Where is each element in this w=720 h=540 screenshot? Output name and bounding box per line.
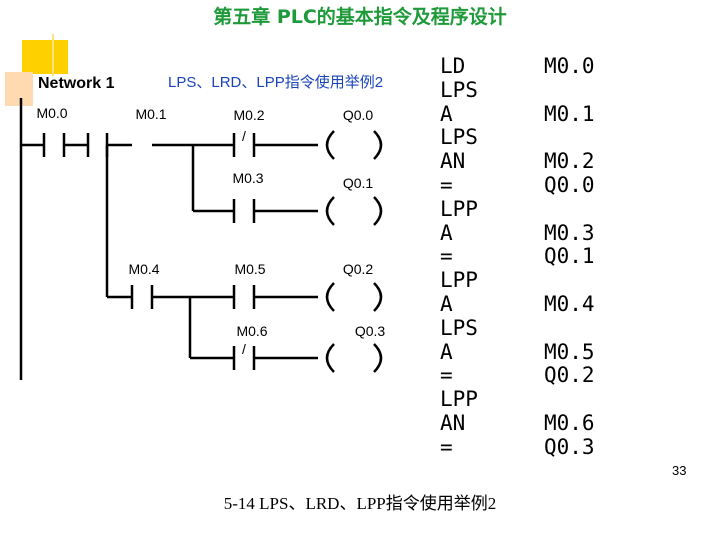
instruction-op: LPP bbox=[440, 196, 478, 221]
contact-label-m0-6: M0.6 bbox=[236, 323, 267, 339]
coil-label-q0-0: Q0.0 bbox=[343, 107, 374, 123]
instruction-operand: M0.3 bbox=[544, 220, 595, 245]
instruction-operand bbox=[544, 269, 595, 293]
coil-label-q0-3: Q0.3 bbox=[355, 323, 386, 339]
instruction-operand: Q0.3 bbox=[544, 434, 595, 459]
instruction-op: A bbox=[440, 220, 453, 245]
instruction-row: = Q0.2 bbox=[440, 364, 595, 388]
instruction-operand: M0.2 bbox=[544, 149, 595, 174]
decorative-orange-block bbox=[5, 72, 33, 106]
instruction-row: LPS bbox=[440, 126, 595, 150]
network-comment: LPS、LRD、LPP指令使用举例2 bbox=[168, 74, 383, 91]
coil-q0-1 bbox=[325, 196, 383, 226]
contact-m0-6 bbox=[232, 346, 256, 370]
instruction-op: AN bbox=[440, 149, 466, 174]
coil-q0-2 bbox=[325, 282, 383, 312]
instruction-op: A bbox=[440, 101, 453, 126]
network-title: Network 1 bbox=[38, 75, 115, 92]
instruction-op: = bbox=[440, 434, 453, 459]
instruction-op: LPS bbox=[440, 315, 478, 340]
instruction-operand bbox=[544, 388, 595, 412]
instruction-row: A M0.5 bbox=[440, 339, 595, 365]
page-number: 33 bbox=[672, 463, 687, 478]
instruction-row: A M0.3 bbox=[440, 220, 595, 246]
instruction-op: = bbox=[440, 363, 453, 388]
negation-mark-m0-6: / bbox=[242, 341, 246, 357]
instruction-operand: M0.5 bbox=[544, 339, 595, 364]
instruction-row: = Q0.1 bbox=[440, 245, 595, 269]
instruction-operand bbox=[544, 198, 595, 222]
coil-label-q0-2: Q0.2 bbox=[343, 261, 374, 277]
instruction-op: = bbox=[440, 244, 453, 269]
ladder-diagram: Network 1 LPS、LRD、LPP指令使用举例2 M0.0 M0.1 M… bbox=[19, 74, 386, 380]
instruction-op: LPS bbox=[440, 125, 478, 150]
instruction-op: LD bbox=[440, 54, 466, 78]
instruction-row: = Q0.3 bbox=[440, 434, 595, 460]
decorative-yellow-block bbox=[22, 40, 68, 74]
instruction-op: LPP bbox=[440, 387, 478, 412]
instruction-op: A bbox=[440, 291, 453, 316]
negation-mark-m0-2: / bbox=[242, 128, 246, 144]
instruction-row: AN M0.6 bbox=[440, 410, 595, 436]
instruction-row: A M0.1 bbox=[440, 101, 595, 127]
instruction-operand bbox=[544, 317, 595, 341]
instruction-operand: M0.4 bbox=[544, 291, 595, 316]
contact-m0-2 bbox=[232, 133, 256, 157]
contact-m0-1 bbox=[86, 133, 109, 157]
instruction-op: = bbox=[440, 172, 453, 197]
instruction-operand: M0.0 bbox=[544, 54, 595, 78]
contact-m0-5 bbox=[232, 285, 256, 309]
coil-label-q0-1: Q0.1 bbox=[343, 175, 374, 191]
instruction-op: AN bbox=[440, 410, 466, 435]
contact-label-m0-3: M0.3 bbox=[232, 170, 263, 186]
instruction-row: = Q0.0 bbox=[440, 172, 595, 198]
coil-q0-3 bbox=[325, 343, 383, 373]
coil-q0-0 bbox=[325, 130, 383, 160]
instruction-operand: M0.6 bbox=[544, 410, 595, 435]
instruction-row: LPP bbox=[440, 387, 595, 412]
contact-label-m0-1: M0.1 bbox=[135, 106, 166, 122]
instruction-row: LPS bbox=[440, 315, 595, 341]
instruction-row: A M0.4 bbox=[440, 291, 595, 317]
instruction-row: AN M0.2 bbox=[440, 149, 595, 174]
instruction-row: LPS bbox=[440, 77, 595, 103]
instruction-row: LD M0.0 bbox=[440, 54, 595, 79]
instruction-operand: Q0.1 bbox=[544, 244, 595, 269]
figure-caption: 5-14 LPS、LRD、LPP指令使用举例2 bbox=[223, 494, 497, 513]
slide-title: 第五章 PLC的基本指令及程序设计 bbox=[213, 6, 507, 28]
instruction-operand bbox=[544, 79, 595, 103]
instruction-row: LPP bbox=[440, 196, 595, 222]
contact-label-m0-4: M0.4 bbox=[128, 261, 159, 277]
instruction-row: LPP bbox=[440, 268, 595, 293]
contact-label-m0-5: M0.5 bbox=[234, 261, 265, 277]
instruction-operand: Q0.2 bbox=[544, 363, 595, 388]
instruction-op: LPP bbox=[440, 268, 478, 293]
contact-label-m0-0: M0.0 bbox=[36, 105, 67, 121]
decorative-line bbox=[52, 34, 54, 76]
contact-m0-3 bbox=[232, 199, 256, 223]
contact-m0-0 bbox=[42, 133, 66, 157]
instruction-operand bbox=[544, 126, 595, 150]
instruction-operand: Q0.0 bbox=[544, 172, 595, 197]
instruction-op: LPS bbox=[440, 77, 478, 102]
instruction-op: A bbox=[440, 339, 453, 364]
contact-label-m0-2: M0.2 bbox=[233, 107, 264, 123]
contact-m0-4 bbox=[130, 285, 154, 309]
instruction-operand: M0.1 bbox=[544, 101, 595, 126]
